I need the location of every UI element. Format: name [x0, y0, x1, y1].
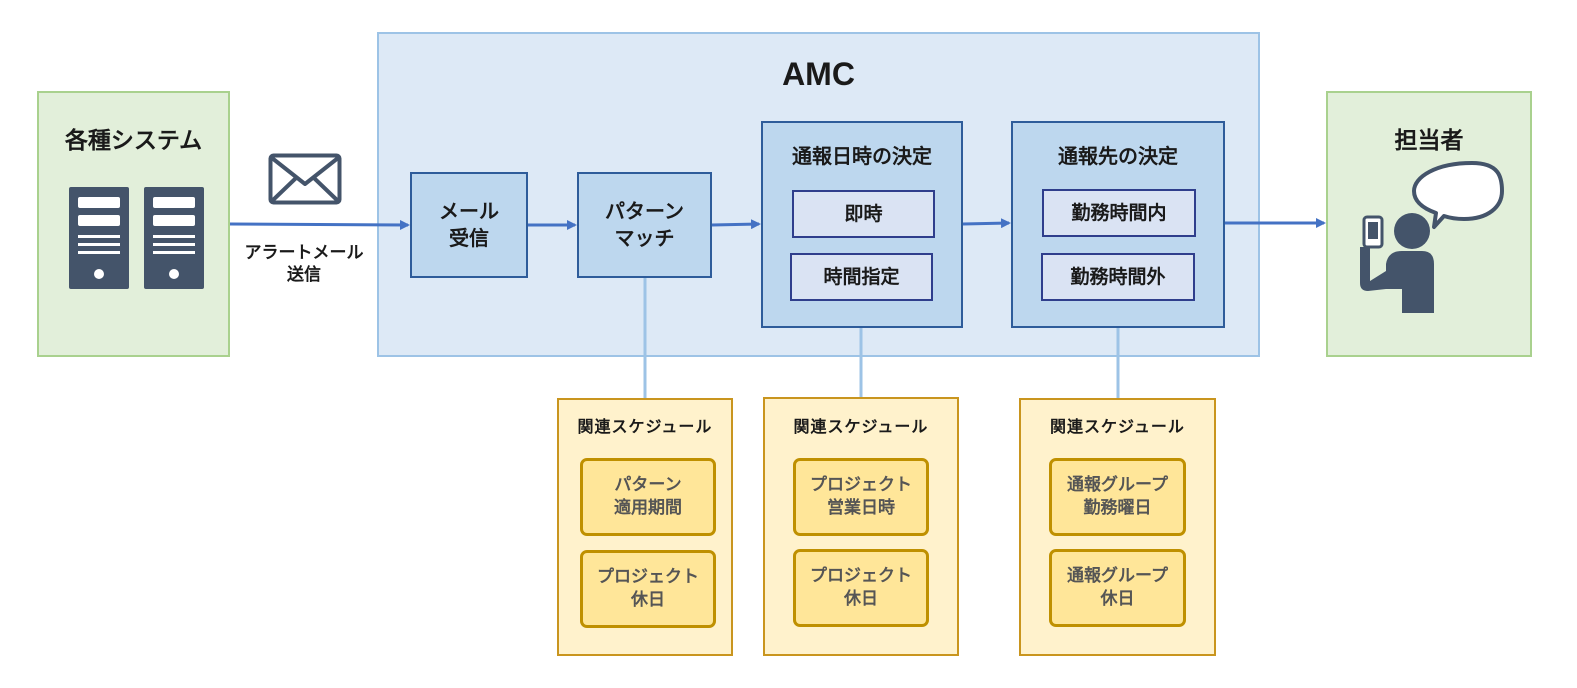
notify-target-off-hours: 勤務時間外	[1041, 253, 1195, 301]
person-with-phone-icon	[1360, 161, 1504, 313]
source-system-title: 各種システム	[64, 128, 203, 154]
mail-receive-box: メール 受信	[410, 172, 528, 278]
schedule-item-line1: プロジェクト	[810, 566, 912, 586]
schedule-item: プロジェクト 営業日時	[793, 458, 929, 536]
schedule-item: パターン 適用期間	[580, 458, 716, 536]
envelope-icon	[268, 153, 342, 205]
schedule-item-line1: プロジェクト	[597, 567, 699, 587]
pattern-match-line1: パターン	[605, 199, 684, 223]
notify-time-immediate: 即時	[792, 190, 935, 238]
schedule-item: プロジェクト 休日	[793, 549, 929, 627]
schedule-item-line2: 勤務曜日	[1083, 498, 1152, 518]
source-system-box: 各種システム	[37, 91, 230, 357]
schedule-item: 通報グループ 勤務曜日	[1049, 458, 1186, 536]
schedule-item-line1: 通報グループ	[1067, 566, 1168, 586]
schedule-title: 関連スケジュール	[577, 417, 713, 436]
schedule-box-pattern: 関連スケジュール パターン 適用期間 プロジェクト 休日	[557, 398, 733, 656]
schedule-title: 関連スケジュール	[1050, 417, 1185, 436]
assignee-box: 担当者	[1326, 91, 1532, 357]
mail-caption-line1: アラートメール	[244, 243, 364, 263]
schedule-item-line2: 休日	[631, 590, 665, 610]
notify-time-title: 通報日時の決定	[792, 144, 932, 168]
schedule-item-line1: 通報グループ	[1067, 475, 1168, 495]
mail-caption: アラートメール 送信	[228, 242, 380, 286]
pattern-match-box: パターン マッチ	[577, 172, 712, 278]
mail-caption-line2: 送信	[287, 265, 321, 285]
notify-target-box: 通報先の決定 勤務時間内 勤務時間外	[1011, 121, 1225, 328]
assignee-title: 担当者	[1394, 128, 1464, 154]
schedule-item-line2: 休日	[1100, 589, 1135, 609]
schedule-item: プロジェクト 休日	[580, 550, 716, 628]
pattern-match-line2: マッチ	[614, 226, 675, 250]
mail-receive-line1: メール	[439, 199, 499, 223]
schedule-title: 関連スケジュール	[793, 417, 929, 436]
schedule-box-notify-time: 関連スケジュール プロジェクト 営業日時 プロジェクト 休日	[763, 397, 959, 656]
schedule-item-line2: 適用期間	[614, 498, 682, 518]
notify-time-scheduled: 時間指定	[790, 253, 933, 301]
notify-target-working-hours: 勤務時間内	[1042, 189, 1196, 237]
mail-receive-line2: 受信	[449, 226, 489, 250]
schedule-item-line2: 休日	[844, 589, 878, 609]
notify-time-box: 通報日時の決定 即時 時間指定	[761, 121, 963, 328]
schedule-item-line1: プロジェクト	[810, 475, 912, 495]
schedule-box-notify-target: 関連スケジュール 通報グループ 勤務曜日 通報グループ 休日	[1019, 398, 1216, 656]
schedule-item: 通報グループ 休日	[1049, 549, 1186, 627]
amc-title: AMC	[782, 56, 855, 92]
notify-target-title: 通報先の決定	[1058, 144, 1178, 168]
schedule-item-line2: 営業日時	[827, 498, 895, 518]
schedule-item-line1: パターン	[614, 475, 682, 495]
server-icon	[69, 187, 204, 289]
